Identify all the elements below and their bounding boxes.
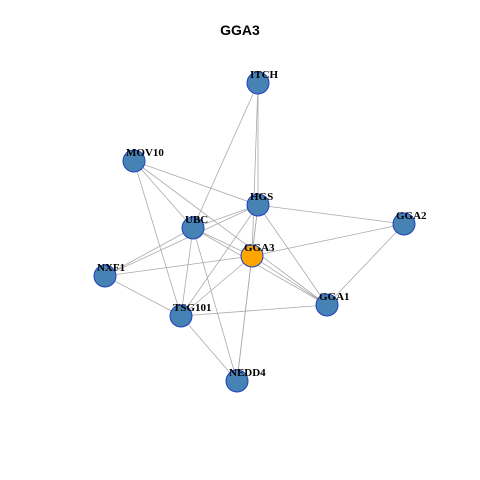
node-tsg101: TSG101 [169, 302, 212, 328]
edge-tsg101-nedd4 [180, 315, 238, 382]
node-itch: ITCH [246, 69, 279, 95]
node-mov10: MOV10 [122, 147, 164, 173]
edge-gga2-gga3 [251, 223, 405, 257]
edge-gga2-gga1 [326, 223, 405, 306]
node-circle-nxf1 [93, 264, 117, 288]
edge-ubc-nedd4 [192, 227, 238, 382]
node-gga3: GGA3 [240, 242, 275, 268]
node-label-mov10: MOV10 [126, 147, 164, 159]
node-label-nxf1: NXF1 [97, 262, 125, 274]
node-nxf1: NXF1 [93, 262, 125, 288]
edge-itch-gga3 [251, 82, 259, 257]
edge-mov10-tsg101 [133, 160, 182, 317]
edge-gga3-nedd4 [236, 255, 253, 382]
node-ubc: UBC [181, 214, 208, 240]
edge-mov10-hgs [133, 160, 259, 206]
edge-ubc-gga1 [192, 227, 328, 306]
edge-layer [104, 82, 405, 382]
edge-ubc-nxf1 [104, 227, 194, 277]
node-circle-mov10 [122, 149, 146, 173]
node-label-hgs: HGS [250, 191, 273, 203]
node-label-gga1: GGA1 [319, 291, 350, 303]
edge-mov10-gga1 [133, 160, 328, 306]
node-circle-ubc [181, 216, 205, 240]
edge-itch-ubc [192, 82, 259, 229]
edge-tsg101-gga1 [180, 304, 328, 317]
node-label-nedd4: NEDD4 [229, 367, 266, 379]
node-gga1: GGA1 [315, 291, 350, 317]
edge-gga3-gga1 [251, 255, 328, 306]
edge-hgs-gga1 [257, 204, 328, 306]
node-circle-gga1 [315, 293, 339, 317]
node-circle-gga3 [240, 244, 264, 268]
edge-hgs-gga2 [257, 204, 405, 225]
node-label-tsg101: TSG101 [173, 302, 212, 314]
edge-mov10-ubc [133, 160, 194, 229]
edge-hgs-nxf1 [104, 204, 259, 277]
node-label-gga3: GGA3 [244, 242, 275, 254]
edge-nxf1-tsg101 [104, 275, 182, 317]
edge-gga3-nxf1 [104, 255, 253, 277]
node-circle-gga2 [392, 212, 416, 236]
node-circle-tsg101 [169, 304, 193, 328]
graph-title: GGA3 [220, 22, 260, 38]
edge-gga3-tsg101 [180, 255, 253, 317]
node-circle-nedd4 [225, 369, 249, 393]
node-gga2: GGA2 [392, 210, 427, 236]
node-nedd4: NEDD4 [225, 367, 266, 393]
node-circle-itch [246, 71, 270, 95]
node-label-ubc: UBC [185, 214, 208, 226]
edge-ubc-tsg101 [180, 227, 194, 317]
node-label-gga2: GGA2 [396, 210, 427, 222]
node-circle-hgs [246, 193, 270, 217]
node-label-itch: ITCH [250, 69, 279, 81]
node-hgs: HGS [246, 191, 273, 217]
